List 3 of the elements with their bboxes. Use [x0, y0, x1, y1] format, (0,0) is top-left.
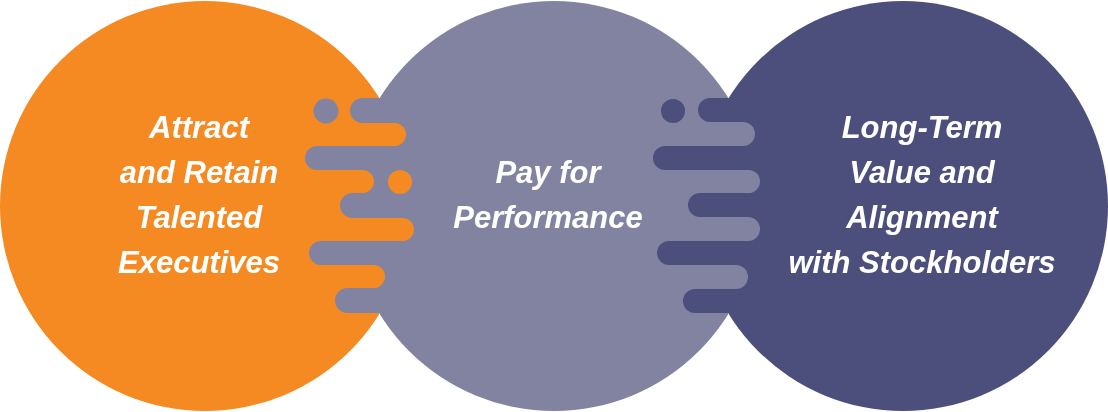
node-label: Attract and Retain Talented Executives — [118, 109, 280, 282]
node-label: Long-Term Value and Alignment with Stockholders — [788, 109, 1056, 282]
node-label: Pay for Performance — [453, 154, 643, 237]
